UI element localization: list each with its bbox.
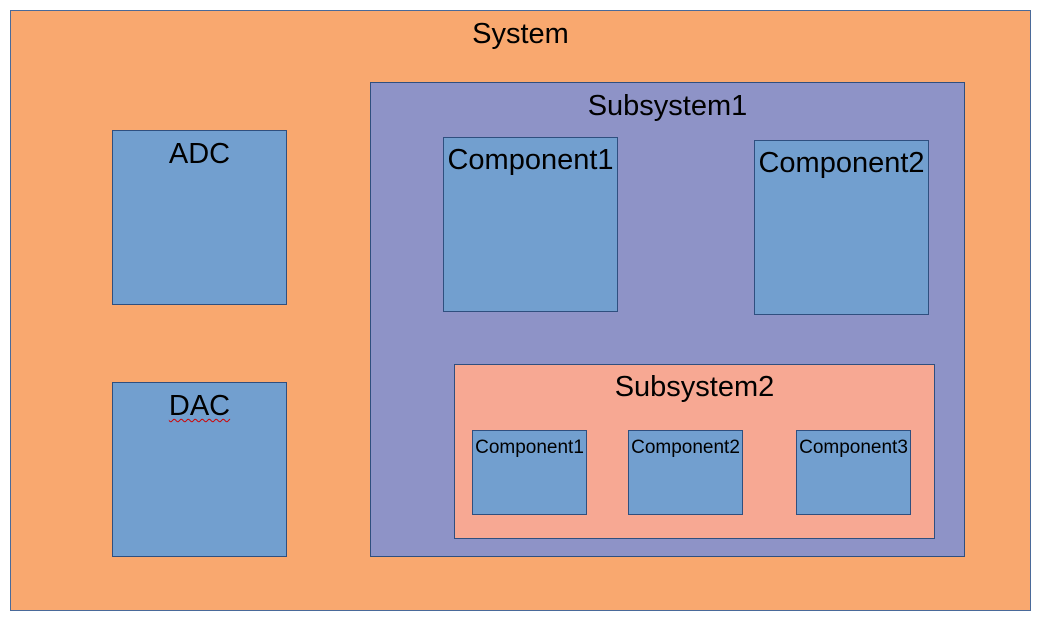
dac-block[interactable]: DAC xyxy=(112,382,287,557)
subsystem1-label: Subsystem1 xyxy=(587,90,748,122)
subsystem2-component2-block[interactable]: Component2 xyxy=(628,430,743,515)
subsystem2-component2-label: Component2 xyxy=(631,437,740,458)
subsystem2-component3-block[interactable]: Component3 xyxy=(796,430,911,515)
adc-block[interactable]: ADC xyxy=(112,130,287,305)
subsystem1-component1-block[interactable]: Component1 xyxy=(443,137,618,312)
adc-label: ADC xyxy=(168,138,231,170)
subsystem2-component1-label: Component1 xyxy=(475,437,584,458)
subsystem1-component2-label: Component2 xyxy=(758,147,925,179)
dac-label-text: DAC xyxy=(168,390,231,422)
subsystem2-component1-block[interactable]: Component1 xyxy=(472,430,587,515)
subsystem2-component3-label: Component3 xyxy=(799,437,908,458)
subsystem1-component2-block[interactable]: Component2 xyxy=(754,140,929,315)
dac-label: DAC xyxy=(113,392,286,421)
subsystem2-label: Subsystem2 xyxy=(614,371,775,403)
subsystem1-component1-label: Component1 xyxy=(447,144,614,176)
system-label: System xyxy=(472,18,569,50)
